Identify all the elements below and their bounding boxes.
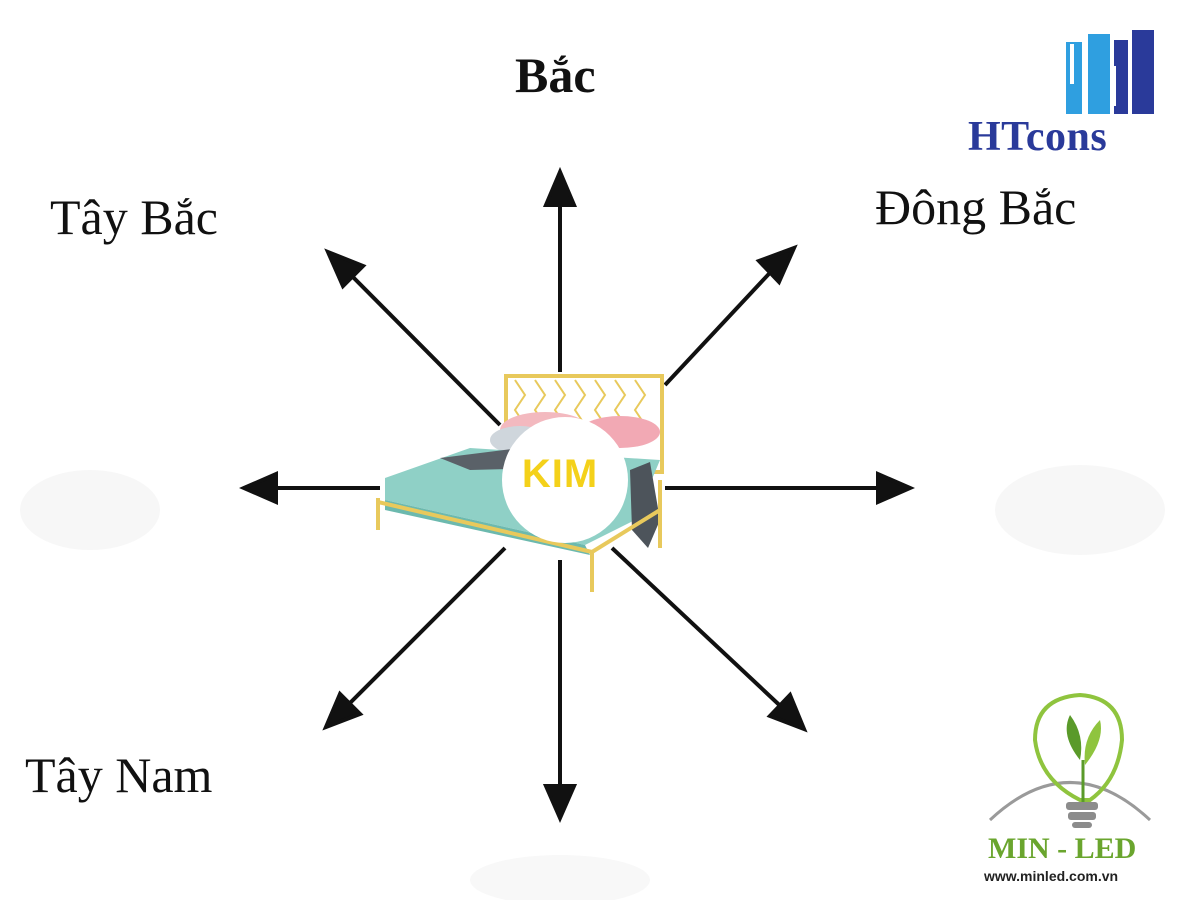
arrowhead-southeast (766, 691, 808, 733)
center-label: KIM (521, 452, 599, 496)
arrowhead-south (542, 784, 578, 823)
label-north: Bắc (515, 47, 596, 103)
label-southwest: Tây Nam (25, 747, 213, 803)
label-northeast: Đông Bắc (875, 179, 1077, 235)
arrowhead-east (876, 470, 915, 506)
arrowhead-northwest (324, 248, 367, 290)
htcons-logo-text: HTcons (968, 114, 1108, 160)
watermark-blob (995, 465, 1165, 555)
watermark-blob (20, 470, 160, 550)
bulb-leaf-logo (988, 692, 1152, 828)
arrowhead-southwest (322, 690, 364, 731)
arrow-northeast (663, 260, 782, 387)
watermark-blob (470, 855, 650, 900)
minled-url: www.minled.com.vn (984, 868, 1119, 884)
arrow-northwest (340, 264, 502, 427)
minled-logo-text: MIN - LED (988, 832, 1137, 865)
arrowhead-northeast (755, 244, 798, 286)
arrowhead-north (542, 166, 578, 207)
arrowhead-west (239, 470, 278, 506)
arrow-southeast (610, 546, 792, 717)
arrow-southwest (338, 546, 507, 715)
label-northwest: Tây Bắc (50, 189, 218, 245)
kim-circle (502, 417, 628, 543)
htcons-logo (1066, 30, 1154, 114)
